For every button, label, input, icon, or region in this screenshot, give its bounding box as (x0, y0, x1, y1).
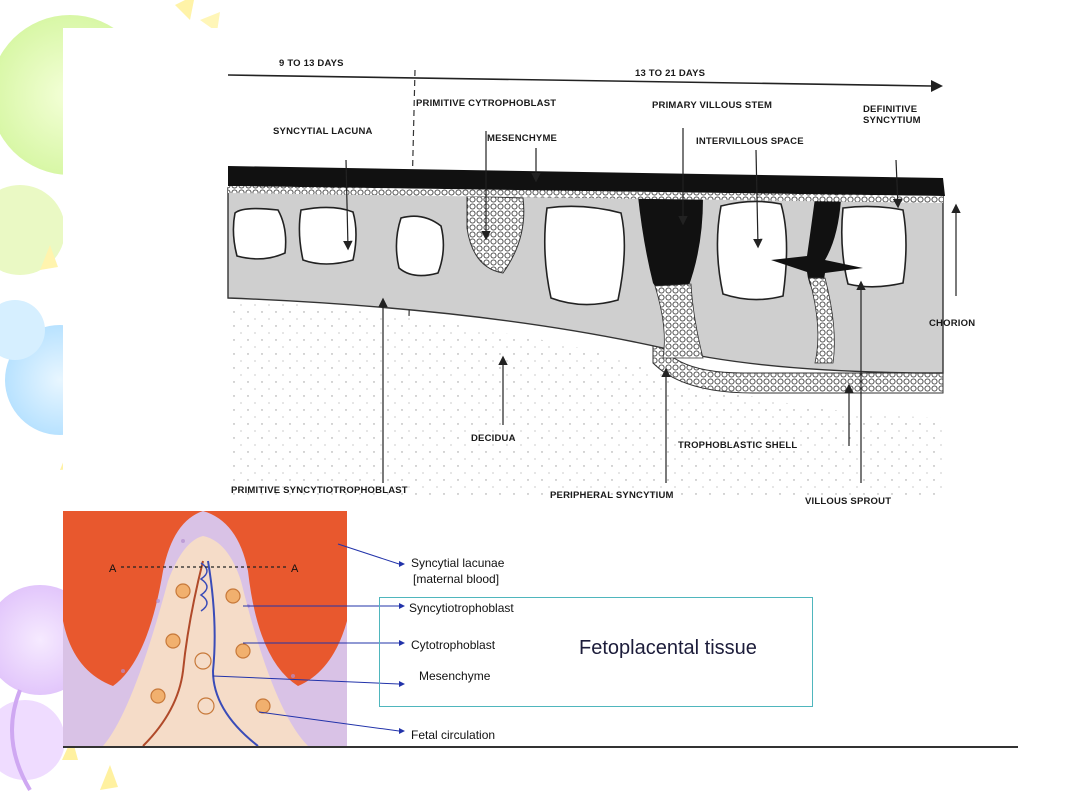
cytotrophoblast-column (466, 195, 525, 274)
placenta-development-diagram (227, 69, 961, 498)
villous-sprout (771, 198, 863, 296)
label-peripheral-syncytium: PERIPHERAL SYNCYTIUM (550, 490, 674, 501)
legend-syncytial-lacunae: Syncytial lacunae (411, 556, 505, 570)
label-mesenchyme-upper: MESENCHYME (487, 133, 558, 144)
bottom-rule (63, 746, 1018, 748)
label-primitive-cytrophoblast: PRIMITIVE CYTROPHOBLAST (416, 98, 557, 109)
label-trophoblastic-shell: TROPHOBLASTIC SHELL (678, 440, 798, 451)
legend-cytotrophoblast: Cytotrophoblast (411, 638, 496, 652)
label-villous-sprout: VILLOUS SPROUT (805, 496, 892, 507)
section-mark-left: A (109, 563, 117, 575)
lower-leaders (212, 543, 405, 734)
label-decidua: DECIDUA (471, 433, 516, 444)
fetoplacental-tissue-box (379, 597, 813, 707)
label-13-to-21-days: 13 TO 21 DAYS (635, 68, 706, 79)
legend-mesenchyme: Mesenchyme (419, 669, 491, 683)
syncytial-lacunae (232, 200, 907, 306)
label-syncytial-lacuna: SYNCYTIAL LACUNA (273, 126, 373, 137)
upper-leaders (343, 128, 961, 483)
label-9-to-13-days: 9 TO 13 DAYS (279, 58, 344, 69)
label-chorion: CHORION (929, 318, 976, 329)
slide-content: 9 TO 13 DAYS 13 TO 21 DAYS PRIMITIVE CYT… (63, 28, 1018, 748)
label-intervillous-space: INTERVILLOUS SPACE (696, 136, 804, 147)
fetoplacental-tissue-title: Fetoplacental tissue (579, 637, 757, 659)
legend-syncytiotrophoblast: Syncytiotrophoblast (409, 601, 514, 615)
label-primary-villous-stem: PRIMARY VILLOUS STEM (652, 100, 773, 111)
timeline-arrow (227, 74, 943, 92)
villus-illustration (63, 511, 347, 746)
section-mark-right: A (291, 563, 299, 575)
legend-fetal-circulation: Fetal circulation (411, 728, 496, 742)
label-primitive-syncytiotrophoblast: PRIMITIVE SYNCYTIOTROPHOBLAST (231, 485, 408, 496)
decidua-region (228, 298, 943, 498)
chorion-band (228, 166, 945, 196)
label-definitive-syncytium: DEFINITIVE SYNCYTIUM (863, 104, 921, 126)
legend-maternal-blood: [maternal blood] (413, 572, 500, 586)
